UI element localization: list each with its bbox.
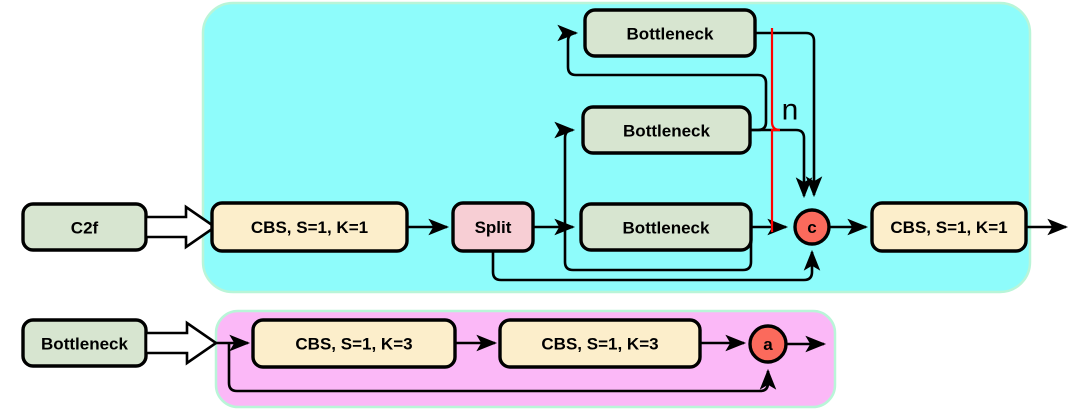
- node-concat[interactable]: c: [793, 208, 831, 246]
- node-cbs-k3-second[interactable]: CBS, S=1, K=3: [498, 318, 702, 369]
- node-bottleneck-2[interactable]: Bottleneck: [581, 105, 752, 155]
- edge-residual-skip-to-add: [227, 343, 777, 393]
- repeat-brace: [770, 28, 781, 232]
- node-bottleneck-source[interactable]: Bottleneck: [21, 318, 148, 368]
- expand-arrow-c2f: [144, 204, 218, 250]
- edge-bottleneck-1-to-concat: [755, 31, 823, 198]
- node-bottleneck-3[interactable]: Bottleneck: [579, 202, 753, 252]
- node-add[interactable]: a: [748, 324, 788, 364]
- edge-bottleneck-2-to-bottleneck-1: [557, 24, 768, 132]
- node-c2f-source[interactable]: C2f: [21, 202, 148, 252]
- node-cbs-k3-first[interactable]: CBS, S=1, K=3: [251, 318, 457, 369]
- edge-bottleneck-3-to-bottleneck-2: [554, 121, 753, 272]
- edge-bottleneck-2-out-to-concat: [750, 128, 813, 199]
- expand-arrow-bottleneck: [144, 320, 219, 366]
- edge-split-skip-to-concat: [491, 249, 821, 282]
- node-bottleneck-1[interactable]: Bottleneck: [583, 8, 757, 58]
- node-split[interactable]: Split: [451, 201, 535, 253]
- node-cbs-input[interactable]: CBS, S=1, K=1: [210, 201, 409, 253]
- node-cbs-output[interactable]: CBS, S=1, K=1: [870, 201, 1028, 253]
